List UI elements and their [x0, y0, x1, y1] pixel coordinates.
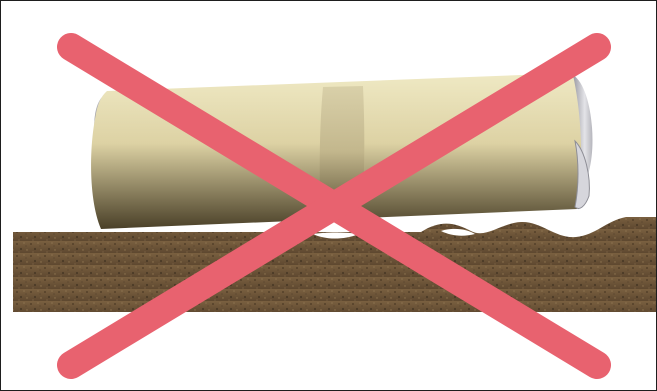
trench-soil	[13, 217, 656, 312]
